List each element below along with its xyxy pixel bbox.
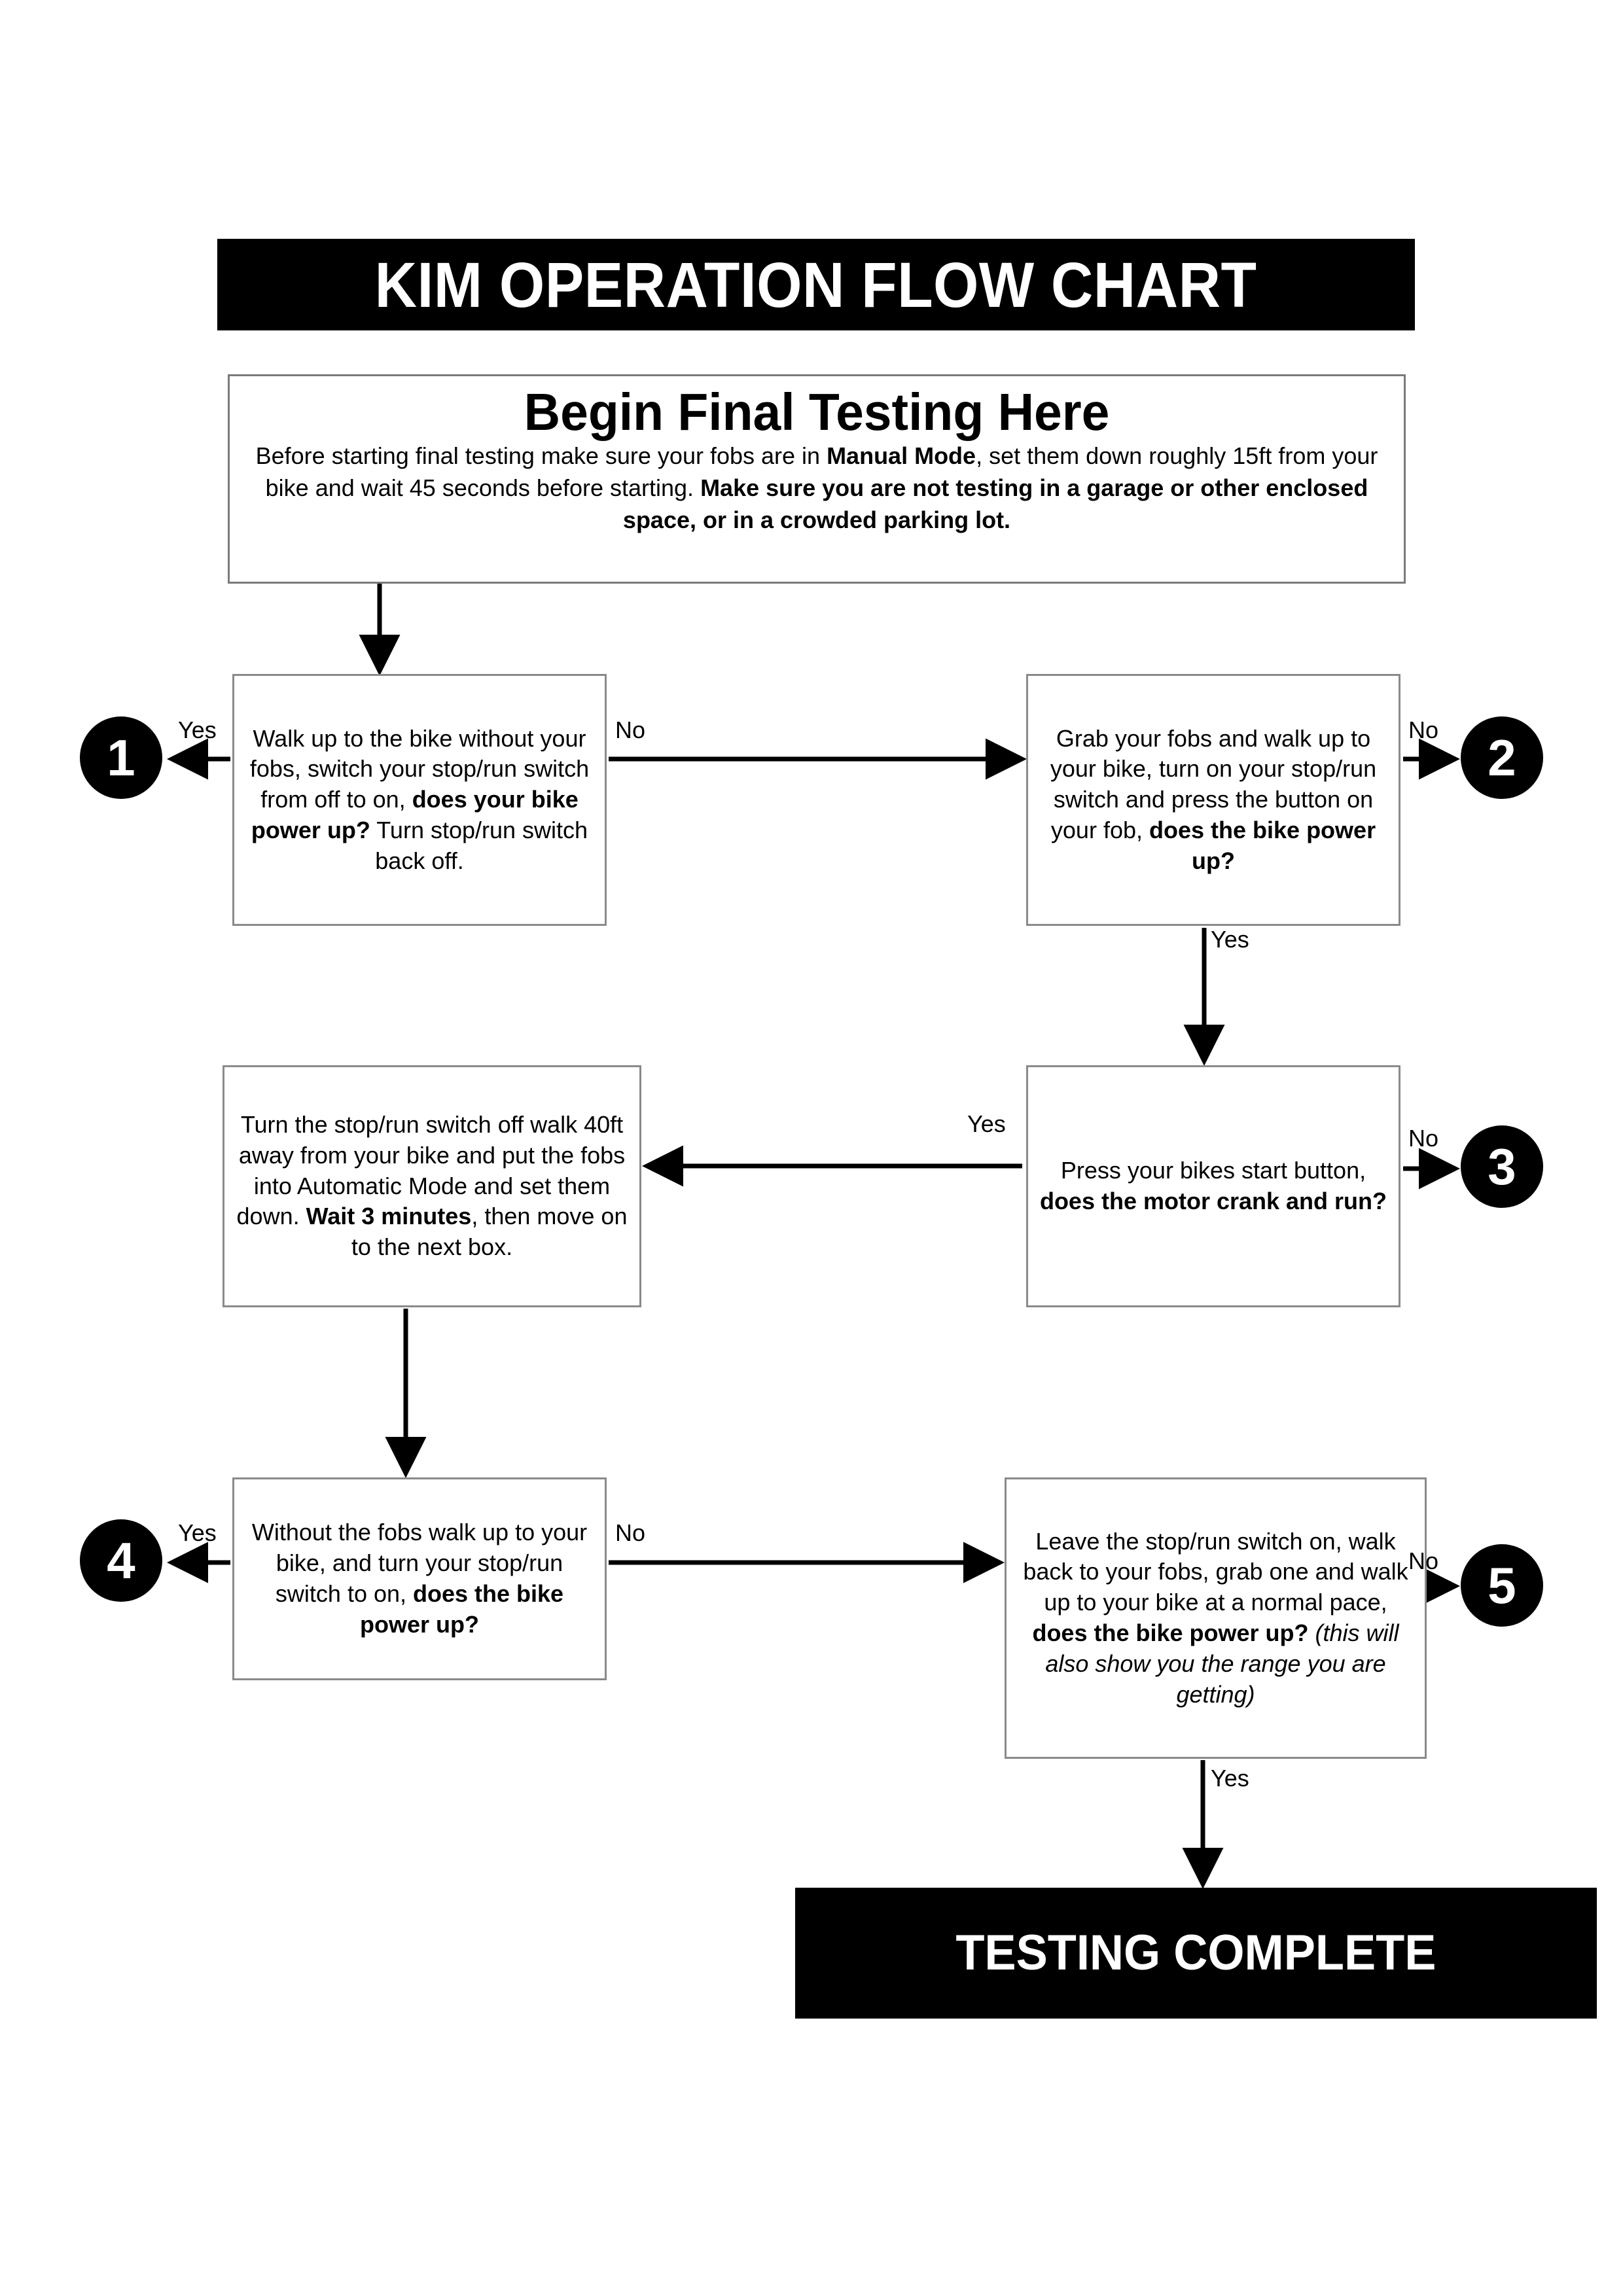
edge-label-no-box1: No (615, 716, 646, 743)
box4-bold-1: does the bike power up? (360, 1580, 564, 1638)
final-banner: TESTING COMPLETE (795, 1888, 1597, 2019)
box3-bold-1: does the motor crank and run? (1039, 1188, 1387, 1214)
intro-text-1: Before starting final testing make sure … (255, 442, 827, 469)
edge-label-no-box2: No (1408, 716, 1439, 743)
node-box-5-text: Leave the stop/run switch on, walk back … (1017, 1527, 1414, 1710)
node-box-3-text: Press your bikes start button, does the … (1039, 1156, 1388, 1217)
box1-text-1: Walk up to the bike without your fobs, s… (249, 724, 590, 813)
edge-label-yes-box2: Yes (1211, 926, 1249, 953)
box5-text-1: Leave the stop/run switch on, walk back … (1023, 1527, 1408, 1616)
outcome-circle-4: 4 (80, 1519, 162, 1602)
outcome-circle-5: 5 (1461, 1544, 1543, 1627)
outcome-circle-2: 2 (1461, 716, 1543, 799)
node-box-4-text: Without the fobs walk up to your bike, a… (245, 1517, 594, 1640)
intro-box: Begin Final Testing Here Before starting… (228, 374, 1406, 584)
edge-label-yes-box4: Yes (178, 1519, 217, 1546)
intro-bold-warning: Make sure you are not testing in a garag… (622, 474, 1368, 533)
box2-text-1: Grab your fobs and walk up to your bike,… (1050, 724, 1377, 843)
edge-label-no-box3: No (1408, 1125, 1439, 1152)
node-box-wait: Turn the stop/run switch off walk 40ft a… (223, 1065, 641, 1307)
node-box-2: Grab your fobs and walk up to your bike,… (1026, 674, 1400, 926)
node-box-1-text: Walk up to the bike without your fobs, s… (245, 724, 594, 877)
final-banner-label: TESTING COMPLETE (955, 1925, 1436, 1981)
boxwait-text-1: Turn the stop/run switch off walk 40ft a… (236, 1111, 626, 1230)
box5-bold-1: does the bike power up? (1032, 1619, 1309, 1646)
node-box-4: Without the fobs walk up to your bike, a… (232, 1477, 607, 1680)
node-box-3: Press your bikes start button, does the … (1026, 1065, 1400, 1307)
page-title: KIM OPERATION FLOW CHART (375, 249, 1257, 321)
box5-italic-1: (this will also show you the range you a… (1045, 1619, 1399, 1708)
box4-text-1: Without the fobs walk up to your bike, a… (251, 1519, 588, 1607)
outcome-circle-1: 1 (80, 716, 162, 799)
boxwait-text-2: , then move on to the next box. (351, 1203, 628, 1261)
intro-heading: Begin Final Testing Here (524, 383, 1110, 441)
intro-text-2: , set them down roughly 15ft from your b… (265, 442, 1378, 501)
node-box-wait-text: Turn the stop/run switch off walk 40ft a… (235, 1110, 629, 1263)
edge-label-no-box4: No (615, 1519, 646, 1546)
boxwait-bold-1: Wait 3 minutes (306, 1203, 472, 1230)
box1-bold-1: does your bike power up? (251, 786, 579, 843)
node-box-5: Leave the stop/run switch on, walk back … (1005, 1477, 1427, 1759)
box3-text-1: Press your bikes start button, (1060, 1157, 1366, 1184)
outcome-circle-3: 3 (1461, 1125, 1543, 1208)
edge-label-yes-box3: Yes (967, 1110, 1006, 1137)
title-banner: KIM OPERATION FLOW CHART (217, 239, 1415, 330)
box2-bold-1: does the bike power up? (1149, 816, 1376, 874)
edge-label-yes-box1: Yes (178, 716, 217, 743)
node-box-2-text: Grab your fobs and walk up to your bike,… (1039, 724, 1388, 877)
node-box-1: Walk up to the bike without your fobs, s… (232, 674, 607, 926)
edge-label-yes-box5: Yes (1211, 1765, 1249, 1792)
edge-label-no-box5: No (1408, 1547, 1439, 1574)
intro-bold-manual-mode: Manual Mode (827, 442, 976, 469)
box1-text-2: Turn stop/run switch back off. (370, 816, 588, 874)
intro-body: Before starting final testing make sure … (247, 440, 1387, 537)
